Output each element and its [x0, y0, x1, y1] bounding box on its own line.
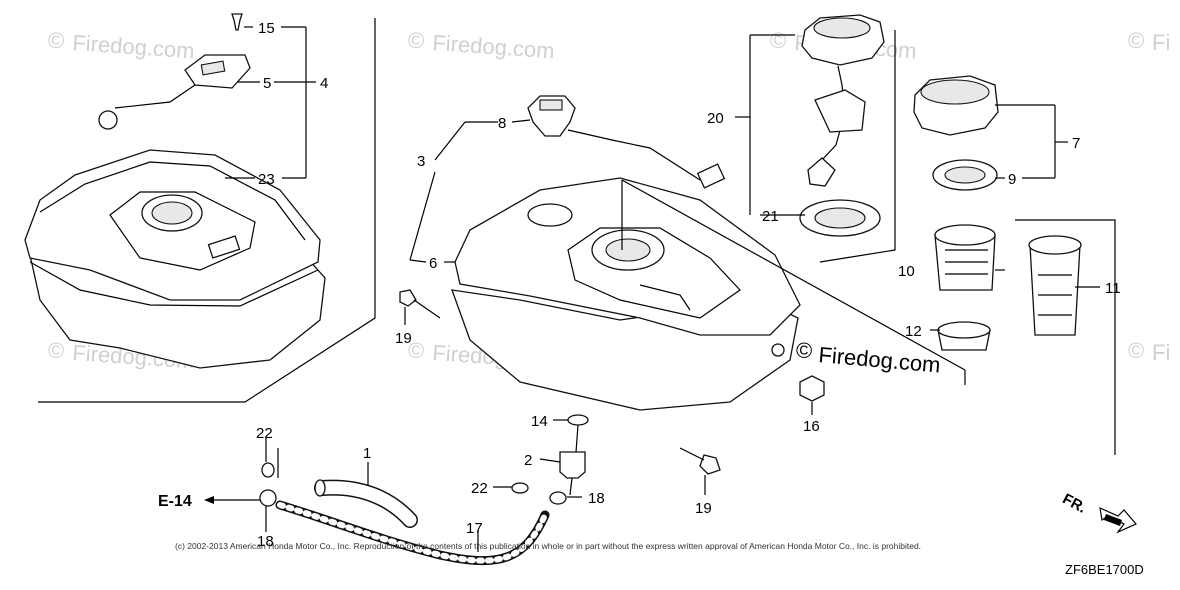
watermark-symbol-7: © — [1128, 338, 1144, 363]
copyright-notice: (c) 2002-2013 American Honda Motor Co., … — [175, 541, 921, 551]
callout-12: 12 — [905, 323, 922, 340]
strainer-group-border — [1015, 219, 1116, 455]
watermark-2: Firedog.com — [432, 30, 556, 63]
callout-19-upper: 19 — [395, 330, 412, 347]
callout-15: 15 — [258, 20, 275, 37]
callout-14: 14 — [531, 413, 548, 430]
bolt-19-upper — [399, 289, 441, 319]
fuel-cock-2 — [559, 424, 586, 496]
clip-22-left — [261, 462, 275, 478]
main-fuel-tank — [451, 177, 801, 411]
clip-22-right — [511, 482, 529, 494]
callout-1: 1 — [363, 445, 371, 462]
callout-20: 20 — [707, 110, 724, 127]
callout-6: 6 — [429, 255, 437, 272]
watermark-1: Firedog.com — [72, 30, 196, 63]
callout-23: 23 — [258, 171, 275, 188]
callout-4: 4 — [320, 75, 328, 92]
diagram-code: ZF6BE1700D — [1065, 562, 1144, 577]
fuel-tube-1-end — [314, 479, 326, 497]
callout-18-right: 18 — [588, 490, 605, 507]
cap-seal-21 — [799, 199, 881, 237]
clip-18-left — [259, 489, 277, 507]
watermark-symbol-4: © — [1128, 28, 1144, 53]
callout-8: 8 — [498, 115, 506, 132]
watermark-symbol-3: © — [770, 28, 786, 53]
washer-14 — [567, 414, 589, 426]
callout-3: 3 — [417, 153, 425, 170]
left-inset-border — [38, 18, 376, 403]
callout-5: 5 — [263, 75, 271, 92]
watermark-fragment-2: Fi — [1152, 340, 1170, 365]
front-marker: FR. — [1060, 490, 1089, 516]
reference-e14: E-14 — [158, 493, 192, 510]
callout-22-left: 22 — [256, 425, 273, 442]
callout-7: 7 — [1072, 135, 1080, 152]
main-fuel-gauge — [527, 95, 726, 189]
cap-group-border — [819, 30, 896, 263]
watermark-symbol-5: © — [48, 338, 64, 363]
callout-18-left: 18 — [257, 533, 274, 550]
watermark-symbol-main: © — [796, 338, 812, 363]
watermark-symbol-1: © — [48, 28, 64, 53]
left-fuel-tank — [24, 149, 326, 369]
strainer-11 — [1028, 235, 1082, 336]
watermark-symbol-6: © — [408, 338, 424, 363]
gasket-9 — [932, 159, 998, 191]
collar-12 — [937, 321, 991, 351]
nut-16 — [799, 375, 825, 402]
fuel-cap-20 — [801, 14, 885, 187]
watermark-symbol-2: © — [408, 28, 424, 53]
callout-11: 11 — [1105, 280, 1121, 297]
callout-2: 2 — [524, 452, 532, 469]
fuel-cap-7 — [913, 75, 999, 136]
bolt-19-lower — [679, 447, 721, 475]
callout-16: 16 — [803, 418, 820, 435]
strainer-10 — [934, 224, 996, 291]
callout-19-lower: 19 — [695, 500, 712, 517]
callout-21: 21 — [762, 208, 779, 225]
e14-arrowhead — [204, 496, 214, 504]
callout-labels: 15 5 4 23 8 3 6 20 21 7 9 10 11 12 16 19… — [256, 20, 1121, 550]
leader-lines — [225, 26, 1100, 552]
watermark-main: Firedog.com — [818, 342, 942, 378]
watermark-fragment-1: Fi — [1152, 30, 1170, 55]
callout-22-right: 22 — [471, 480, 488, 497]
callout-17: 17 — [466, 520, 483, 537]
front-arrow — [1099, 506, 1137, 534]
callout-9: 9 — [1008, 171, 1016, 188]
clip-18-right — [549, 491, 567, 505]
left-fuel-gauge — [98, 13, 251, 130]
callout-10: 10 — [898, 263, 915, 280]
